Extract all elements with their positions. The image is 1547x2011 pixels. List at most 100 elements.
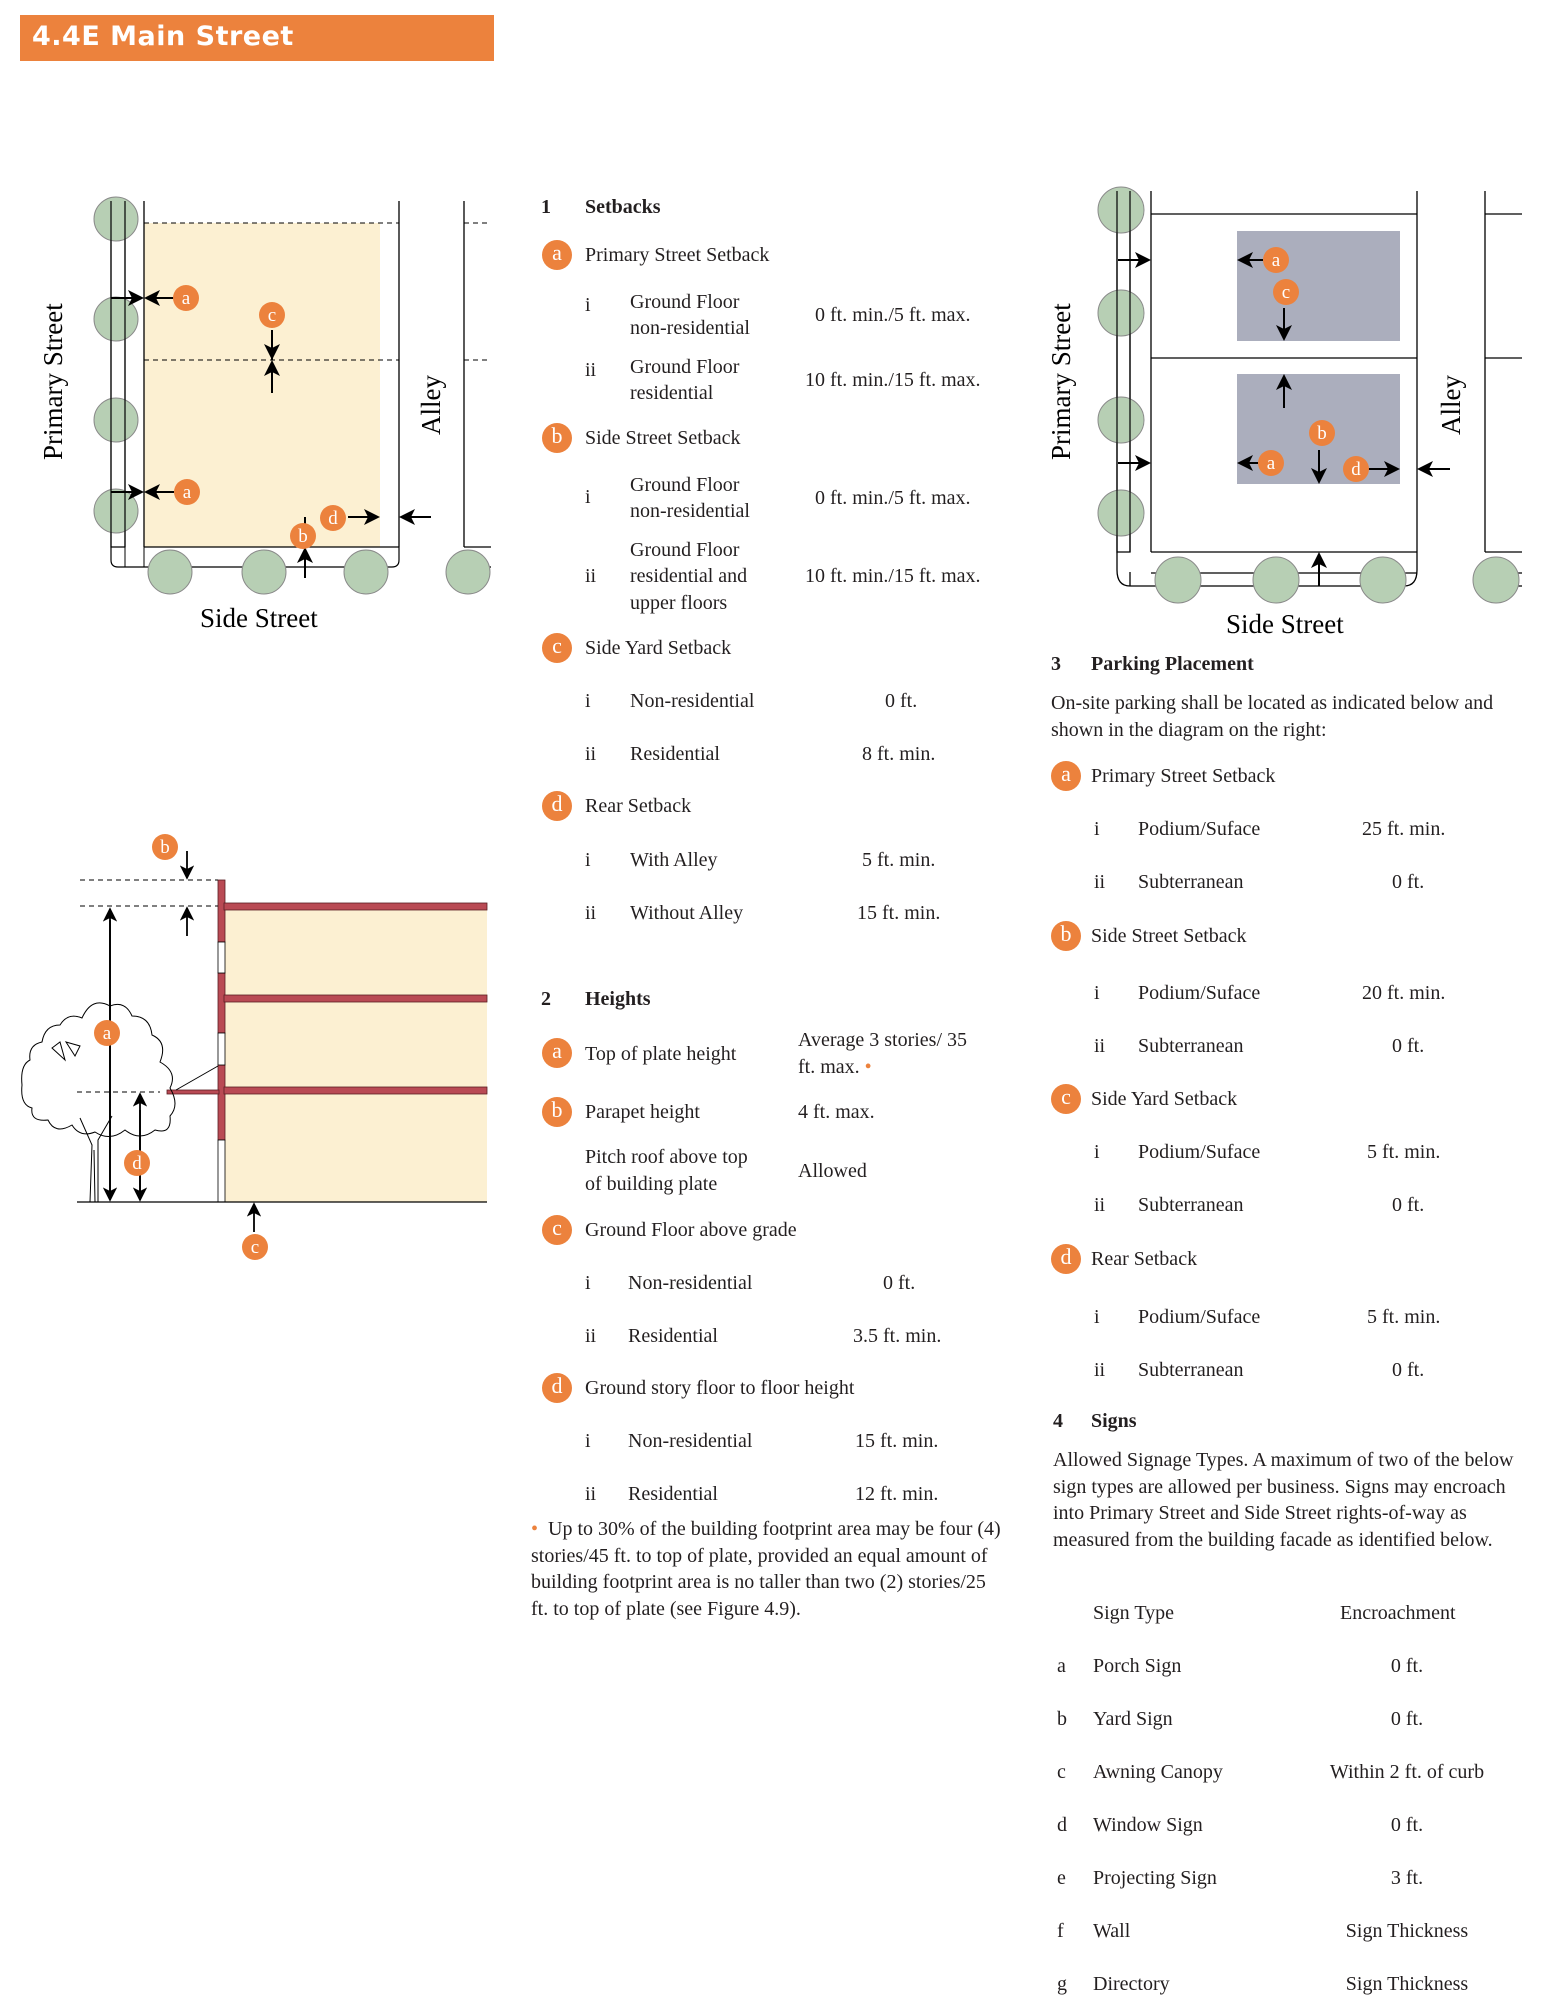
building-section [224,910,487,1202]
item-value: 5 ft. min. [862,849,936,871]
street-trees [1097,186,1520,604]
item-value: 12 ft. min. [855,1483,939,1505]
item-num: ii [585,359,597,381]
height-label: Pitch roof above top [585,1146,748,1168]
item-value: 10 ft. min./15 ft. max. [805,565,981,587]
item-value: 0 ft. min./5 ft. max. [815,304,971,326]
sign-letter: c [1057,1761,1066,1783]
item-label: Subterranean [1138,1359,1244,1381]
item-num: ii [1094,1194,1106,1216]
item-value: 0 ft. [885,690,918,712]
item-label: With Alley [630,849,718,871]
sign-encroachment: 3 ft. [1390,1867,1424,1889]
section-heading: Heights [585,988,651,1010]
parking-intro: On-site parking shall be located as indi… [1051,692,1494,741]
section-number: 2 [541,988,551,1010]
sign-type: Awning Canopy [1093,1761,1223,1783]
diagram-markers [173,285,346,549]
item-label: Podium/Suface [1138,1306,1261,1328]
sign-type: Wall [1093,1920,1131,1942]
item-value: 10 ft. min./15 ft. max. [805,369,981,391]
item-label: Podium/Suface [1138,818,1261,840]
badge-a: a [542,240,572,270]
marker-a: a [1272,250,1281,271]
badge-a: a [1051,761,1081,791]
column-header-encroachment: Encroachment [1340,1602,1456,1624]
group-label: Side Street Setback [1091,925,1247,947]
section-title: 4.4E Main Street [32,21,294,52]
section-heading: Setbacks [585,196,661,218]
diagram-markers [94,834,268,1260]
group-label: Primary Street Setback [585,244,770,266]
item-label: upper floors [630,592,728,614]
parking-plan-diagram: a c b a d Primary Street Alley Side Stre… [1046,186,1522,639]
side-street-label: Side Street [200,603,318,633]
badge-c: c [542,1215,572,1245]
primary-street-label: Primary Street [38,303,68,460]
item-num: i [585,690,591,712]
section-title-bar: 4.4E Main Street [20,15,494,61]
item-num: ii [585,902,597,924]
item-num: i [585,486,591,508]
item-label: Residential [628,1483,718,1505]
item-num: ii [585,743,597,765]
item-value: 0 ft. min./5 ft. max. [815,487,971,509]
item-value: 15 ft. min. [855,1430,939,1452]
item-value: 25 ft. min. [1362,818,1446,840]
item-value: 15 ft. min. [857,902,941,924]
item-label: non-residential [630,500,750,522]
sign-encroachment: Sign Thickness [1345,1973,1469,1995]
sign-type: Yard Sign [1093,1708,1173,1730]
item-num: ii [1094,1359,1106,1381]
badge-d: d [542,791,572,821]
group-label: Rear Setback [1091,1248,1198,1270]
sign-encroachment: Sign Thickness [1345,1920,1469,1942]
marker-a: a [182,288,191,309]
marker-b: b [298,526,308,547]
item-label: Podium/Suface [1138,982,1261,1004]
sign-type: Window Sign [1093,1814,1203,1836]
sign-letter: a [1057,1655,1066,1677]
marker-a: a [103,1023,112,1044]
item-num: i [1094,818,1100,840]
height-value: Allowed [798,1160,867,1182]
item-value: 0 ft. [883,1272,916,1294]
item-num: i [585,294,591,316]
marker-d: d [1351,459,1361,480]
sign-letter: f [1057,1920,1064,1942]
height-label: Ground Floor above grade [585,1219,797,1241]
heights-section-diagram: b a d c [21,834,488,1260]
sign-type: Directory [1093,1973,1170,1995]
marker-b: b [160,837,170,858]
height-value: Average 3 stories/ 35 [798,1029,968,1051]
sign-letter: b [1057,1708,1067,1730]
item-label: Subterranean [1138,1035,1244,1057]
item-num: i [585,1272,591,1294]
badge-d: d [542,1373,572,1403]
item-label: residential [630,382,714,404]
item-num: ii [585,1483,597,1505]
height-label: Parapet height [585,1101,700,1123]
diagram-markers [1258,247,1369,482]
item-label: Without Alley [630,902,744,924]
group-label: Side Street Setback [585,427,741,449]
marker-d: d [328,508,338,529]
marker-a: a [1267,453,1276,474]
item-label: Podium/Suface [1138,1141,1261,1163]
item-num: ii [1094,871,1106,893]
section-number: 4 [1053,1410,1063,1432]
sign-encroachment: 0 ft. [1390,1814,1424,1836]
item-label: residential and [630,565,748,587]
side-street-label: Side Street [1226,609,1344,639]
alley-label: Alley [416,375,446,435]
item-value: 0 ft. [1392,1359,1425,1381]
marker-c: c [268,305,276,326]
item-value: 3.5 ft. min. [853,1325,942,1347]
item-num: i [585,849,591,871]
sign-letter: d [1057,1814,1067,1836]
group-label: Side Yard Setback [585,637,732,659]
signs-intro: Allowed Signage Types. A maximum of two … [1053,1449,1514,1551]
group-label: Rear Setback [585,795,692,817]
sign-type: Porch Sign [1093,1655,1182,1677]
height-value: 4 ft. max. [798,1101,875,1123]
